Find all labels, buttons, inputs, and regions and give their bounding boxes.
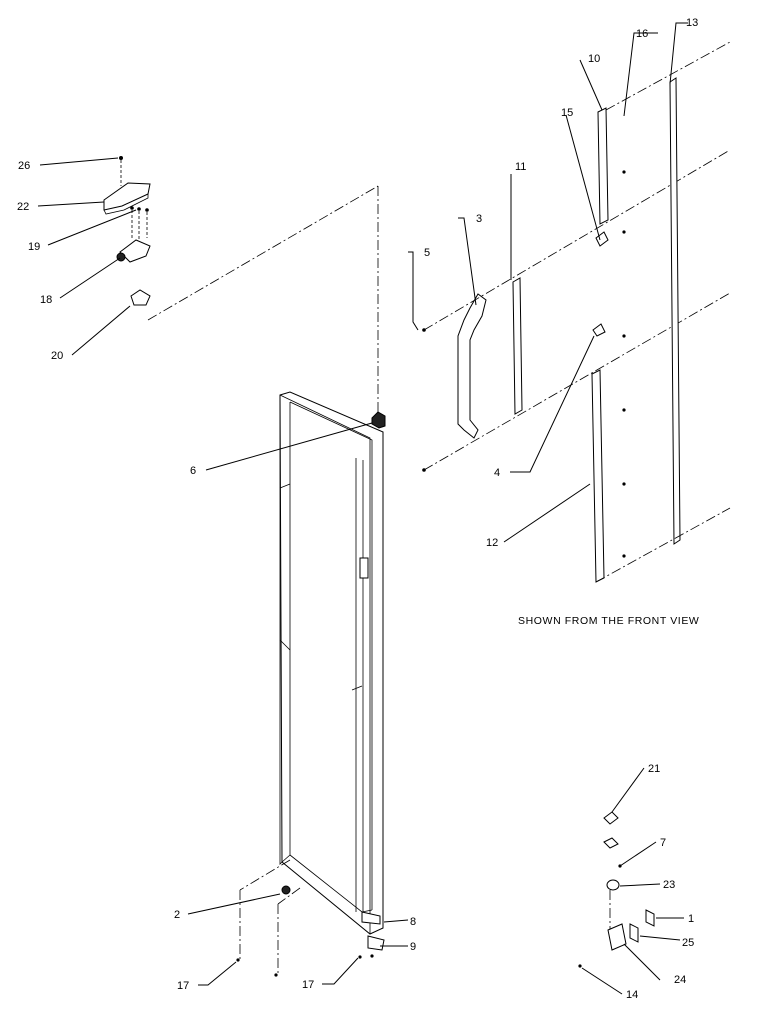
- callout-5: 5: [424, 247, 430, 259]
- callout-22: 22: [17, 201, 29, 213]
- callout-6: 6: [190, 465, 196, 477]
- callout-3: 3: [476, 213, 482, 225]
- callout-15: 15: [561, 107, 573, 119]
- top-hinge-assembly: [103, 156, 379, 414]
- trim-strip-12: [591, 369, 605, 583]
- door-liner-13: [669, 77, 681, 545]
- callout-13: 13: [686, 17, 698, 29]
- callout-17-right: 17: [302, 979, 314, 991]
- handle-assembly: [422, 41, 731, 583]
- callout-1: 1: [688, 913, 694, 925]
- door-handle: [457, 293, 487, 439]
- door-frame: [236, 391, 386, 977]
- callout-24: 24: [674, 974, 686, 986]
- trim-strip-11: [512, 277, 523, 415]
- callout-8: 8: [410, 916, 416, 928]
- callout-12: 12: [486, 537, 498, 549]
- callout-labels: 26 22 19 18 20 6 5 3 11 15 10 16 13 4 12…: [17, 17, 698, 1001]
- callout-21: 21: [648, 763, 660, 775]
- leader-lines: [37, 22, 688, 995]
- callout-2: 2: [174, 909, 180, 921]
- callout-4: 4: [494, 467, 500, 479]
- callout-17-left: 17: [177, 980, 189, 992]
- hinge-bracket: [119, 239, 151, 263]
- callout-10: 10: [588, 53, 600, 65]
- callout-25: 25: [682, 937, 694, 949]
- callout-20: 20: [51, 350, 63, 362]
- callout-7: 7: [660, 837, 666, 849]
- view-caption: SHOWN FROM THE FRONT VIEW: [518, 615, 699, 627]
- trim-strip-10: [597, 107, 609, 225]
- callout-11: 11: [515, 161, 526, 173]
- hinge-pin-block: [130, 289, 151, 306]
- hinge-cover: [103, 182, 151, 211]
- callout-26: 26: [18, 160, 30, 172]
- callout-18: 18: [40, 294, 52, 306]
- callout-23: 23: [663, 879, 675, 891]
- callout-14: 14: [626, 989, 638, 1001]
- bottom-hinge-assembly: [578, 811, 655, 968]
- callout-19: 19: [28, 241, 40, 253]
- callout-9: 9: [410, 941, 416, 953]
- callout-16: 16: [636, 28, 648, 40]
